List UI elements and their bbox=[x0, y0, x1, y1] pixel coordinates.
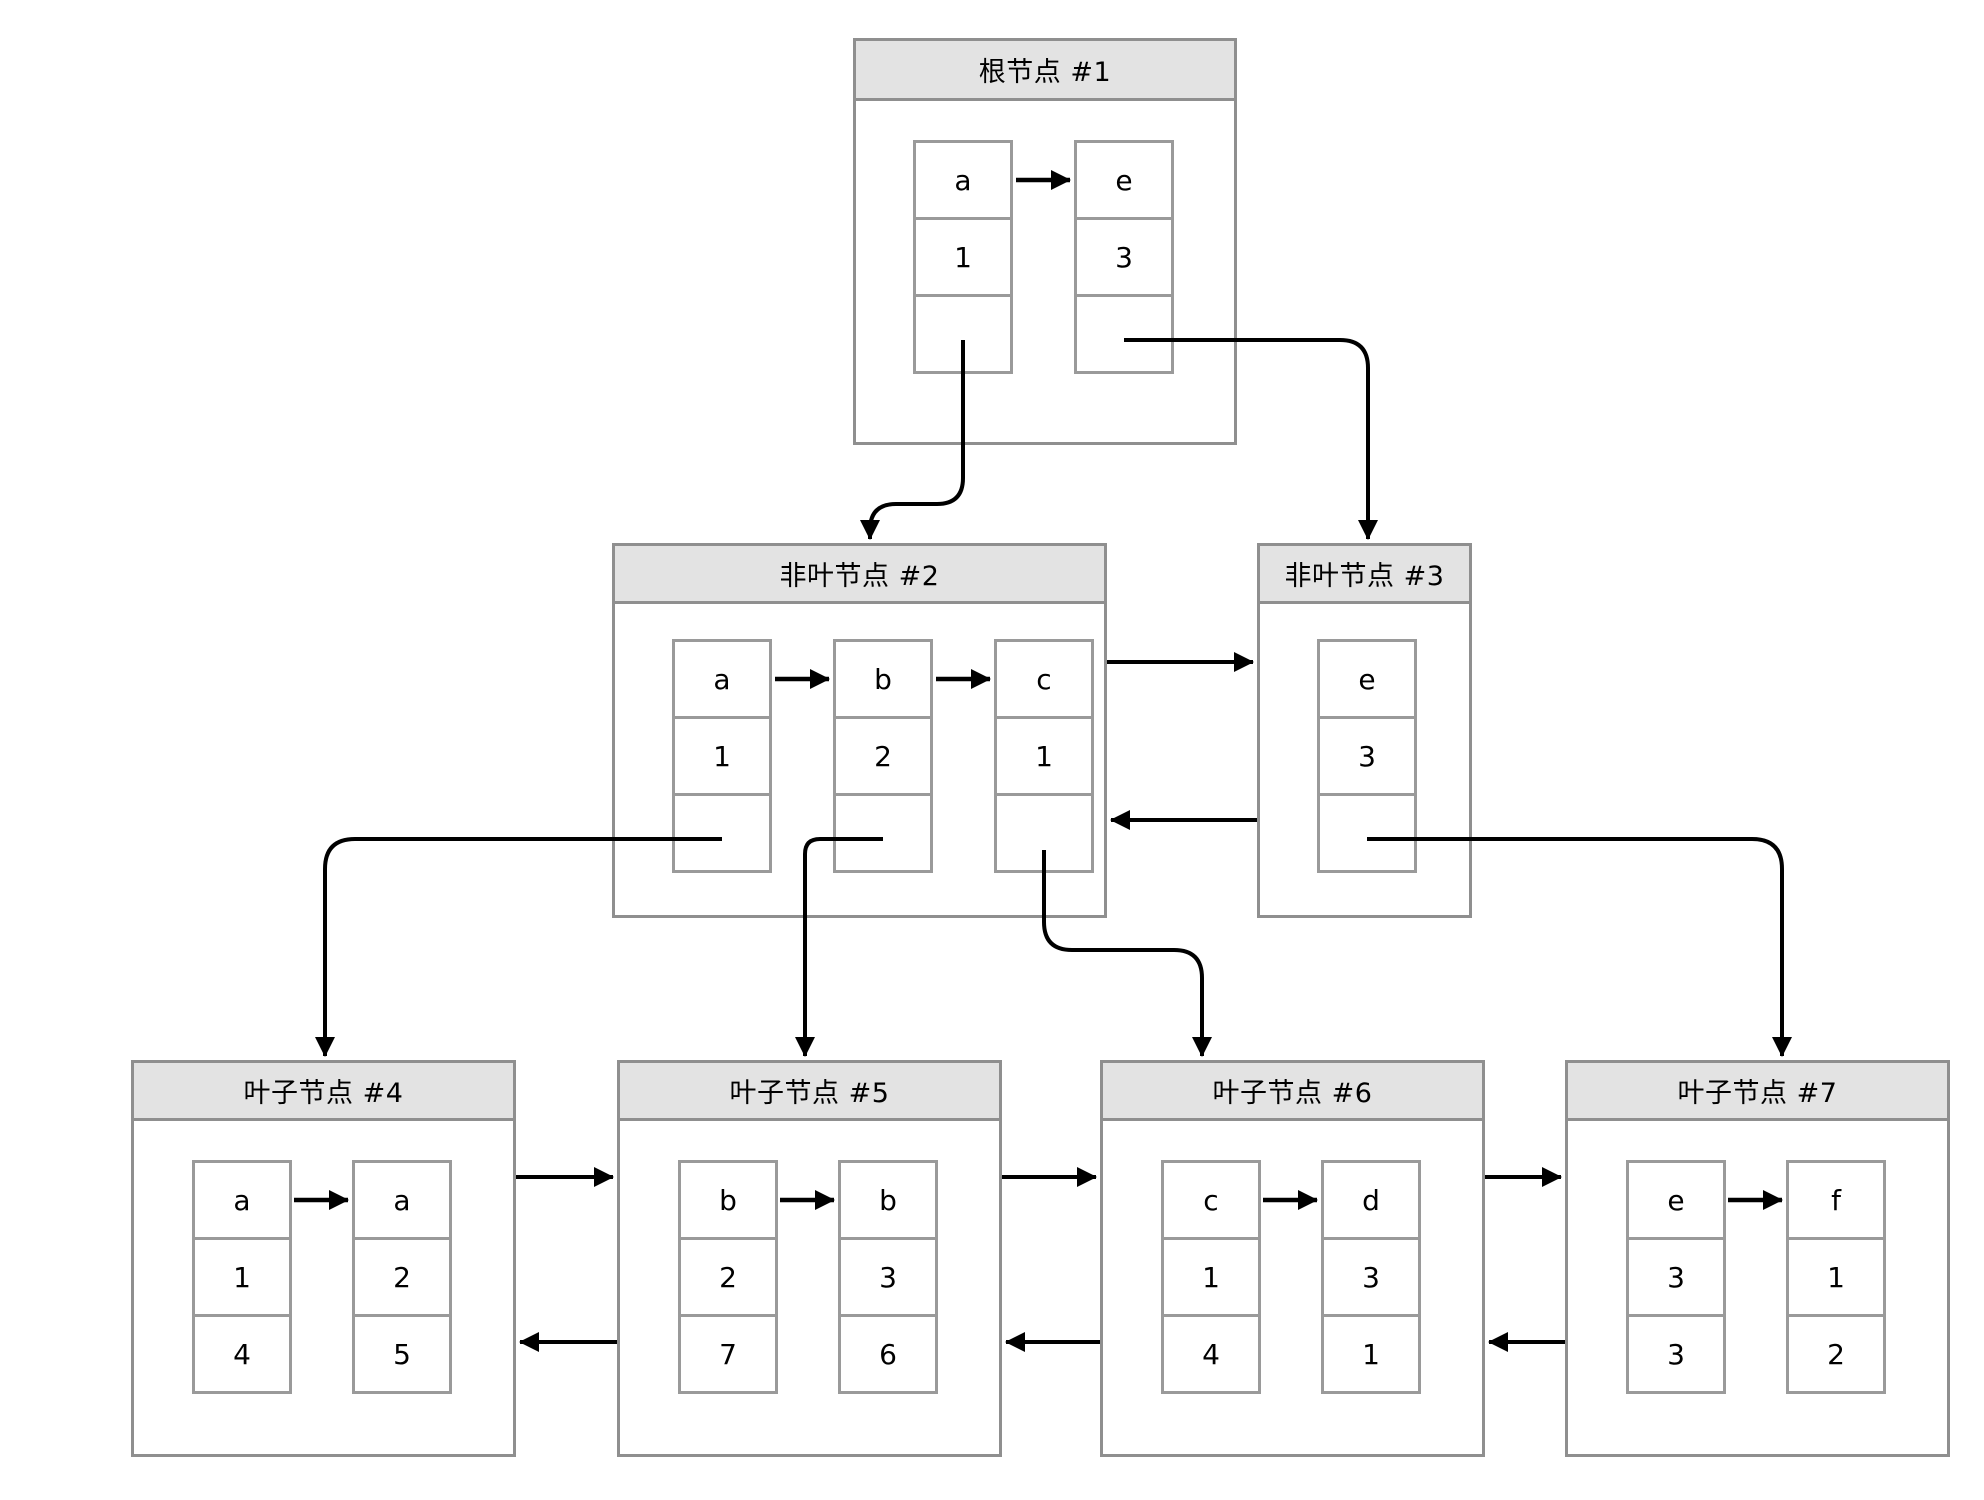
key-cell: e bbox=[1074, 140, 1174, 220]
node-leaf-7: 叶子节点 #7 e 3 3 f 1 2 bbox=[1565, 1060, 1950, 1457]
pointer-cell bbox=[1074, 294, 1174, 374]
key-cell: b bbox=[678, 1160, 778, 1240]
node-leaf-4-record-1: a 1 4 bbox=[192, 1160, 292, 1394]
value-cell: 3 bbox=[838, 1237, 938, 1317]
node-internal-2: 非叶节点 #2 a 1 b 2 c 1 bbox=[612, 543, 1107, 918]
node-leaf-7-title: 叶子节点 #7 bbox=[1568, 1063, 1947, 1121]
value-cell: 4 bbox=[192, 1314, 292, 1394]
key-cell: b bbox=[833, 639, 933, 719]
pointer-cell bbox=[913, 294, 1013, 374]
value-cell: 1 bbox=[994, 716, 1094, 796]
value-cell: 3 bbox=[1626, 1237, 1726, 1317]
node-leaf-5: 叶子节点 #5 b 2 7 b 3 6 bbox=[617, 1060, 1002, 1457]
node-root-record-2: e 3 bbox=[1074, 140, 1174, 374]
key-cell: d bbox=[1321, 1160, 1421, 1240]
key-cell: e bbox=[1317, 639, 1417, 719]
pointer-cell bbox=[994, 793, 1094, 873]
value-cell: 3 bbox=[1321, 1237, 1421, 1317]
pointer-cell bbox=[672, 793, 772, 873]
value-cell: 7 bbox=[678, 1314, 778, 1394]
node-internal-3-title: 非叶节点 #3 bbox=[1260, 546, 1469, 604]
node-leaf-6: 叶子节点 #6 c 1 4 d 3 1 bbox=[1100, 1060, 1485, 1457]
key-cell: b bbox=[838, 1160, 938, 1240]
key-cell: c bbox=[994, 639, 1094, 719]
pointer-cell bbox=[833, 793, 933, 873]
value-cell: 2 bbox=[678, 1237, 778, 1317]
node-leaf-4-record-2: a 2 5 bbox=[352, 1160, 452, 1394]
node-root-record-1: a 1 bbox=[913, 140, 1013, 374]
node-leaf-4: 叶子节点 #4 a 1 4 a 2 5 bbox=[131, 1060, 516, 1457]
node-leaf-6-title: 叶子节点 #6 bbox=[1103, 1063, 1482, 1121]
node-leaf-5-record-2: b 3 6 bbox=[838, 1160, 938, 1394]
node-leaf-6-record-2: d 3 1 bbox=[1321, 1160, 1421, 1394]
key-cell: a bbox=[192, 1160, 292, 1240]
node-internal-2-title: 非叶节点 #2 bbox=[615, 546, 1104, 604]
key-cell: a bbox=[913, 140, 1013, 220]
key-cell: f bbox=[1786, 1160, 1886, 1240]
node-leaf-7-record-2: f 1 2 bbox=[1786, 1160, 1886, 1394]
value-cell: 2 bbox=[1786, 1314, 1886, 1394]
node-root-title: 根节点 #1 bbox=[856, 41, 1234, 101]
value-cell: 6 bbox=[838, 1314, 938, 1394]
node-root: 根节点 #1 a 1 e 3 bbox=[853, 38, 1237, 445]
value-cell: 1 bbox=[672, 716, 772, 796]
node-leaf-4-title: 叶子节点 #4 bbox=[134, 1063, 513, 1121]
value-cell: 1 bbox=[1161, 1237, 1261, 1317]
node-internal-2-record-1: a 1 bbox=[672, 639, 772, 873]
node-leaf-6-record-1: c 1 4 bbox=[1161, 1160, 1261, 1394]
node-leaf-7-record-1: e 3 3 bbox=[1626, 1160, 1726, 1394]
value-cell: 2 bbox=[352, 1237, 452, 1317]
key-cell: c bbox=[1161, 1160, 1261, 1240]
value-cell: 3 bbox=[1626, 1314, 1726, 1394]
value-cell: 3 bbox=[1074, 217, 1174, 297]
pointer-cell bbox=[1317, 793, 1417, 873]
key-cell: a bbox=[352, 1160, 452, 1240]
value-cell: 1 bbox=[1321, 1314, 1421, 1394]
node-internal-3-record-1: e 3 bbox=[1317, 639, 1417, 873]
node-internal-2-record-3: c 1 bbox=[994, 639, 1094, 873]
value-cell: 3 bbox=[1317, 716, 1417, 796]
value-cell: 1 bbox=[913, 217, 1013, 297]
key-cell: e bbox=[1626, 1160, 1726, 1240]
node-leaf-5-record-1: b 2 7 bbox=[678, 1160, 778, 1394]
value-cell: 1 bbox=[192, 1237, 292, 1317]
key-cell: a bbox=[672, 639, 772, 719]
node-internal-3: 非叶节点 #3 e 3 bbox=[1257, 543, 1472, 918]
value-cell: 4 bbox=[1161, 1314, 1261, 1394]
node-leaf-5-title: 叶子节点 #5 bbox=[620, 1063, 999, 1121]
value-cell: 2 bbox=[833, 716, 933, 796]
value-cell: 1 bbox=[1786, 1237, 1886, 1317]
value-cell: 5 bbox=[352, 1314, 452, 1394]
node-internal-2-record-2: b 2 bbox=[833, 639, 933, 873]
